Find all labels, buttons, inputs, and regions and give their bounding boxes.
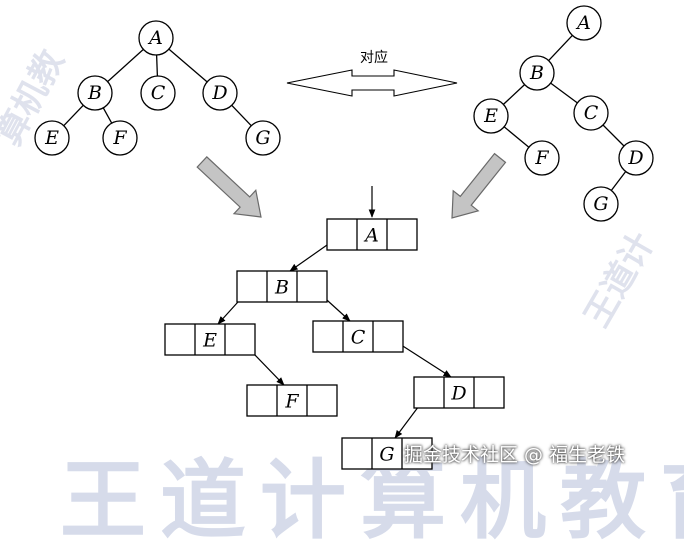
left-tree-node-a xyxy=(138,20,174,56)
left-transform-block-arrow xyxy=(196,156,262,218)
right-tree-node-e xyxy=(473,98,509,134)
storage-node-g xyxy=(341,437,433,470)
left-tree-node-label-c: C xyxy=(151,82,166,104)
left-tree-node-label-b: B xyxy=(87,82,102,104)
right-tree-node-g xyxy=(583,186,619,222)
right-tree-edge-d-g xyxy=(610,171,627,191)
left-tree-node-label-f: F xyxy=(112,127,127,149)
left-tree-node-label-a: A xyxy=(147,27,163,49)
tree-diagram: A B C D E F G A B C D E F G 对应 A B E C F D G xyxy=(34,5,654,470)
right-tree-node-label-a: A xyxy=(575,12,591,34)
storage-node-e xyxy=(164,323,256,356)
left-tree-edge-a-c xyxy=(155,54,159,77)
credit-text: 掘金技术社区 @ 福生老铁 xyxy=(404,444,626,466)
correspondence-double-arrow xyxy=(286,69,458,97)
right-tree-node-label-f: F xyxy=(534,147,549,169)
right-tree-edge-b-e xyxy=(502,84,526,105)
left-tree-node-label-e: E xyxy=(44,127,59,149)
left-tree-node-g xyxy=(245,120,281,156)
right-tree-node-label-c: C xyxy=(584,102,599,124)
storage-node-d xyxy=(413,376,505,409)
right-tree-node-c xyxy=(573,95,609,131)
left-tree-node-label-d: D xyxy=(211,82,227,104)
right-tree-edge-c-d xyxy=(602,124,625,147)
storage-node-label-g: G xyxy=(379,444,394,466)
storage-node-label-a: A xyxy=(363,225,379,247)
right-tree-node-b xyxy=(519,55,555,91)
left-tree-edge-a-b xyxy=(107,48,144,83)
right-tree-edge-b-c xyxy=(550,82,578,104)
left-tree-node-b xyxy=(77,75,113,111)
storage-node-f xyxy=(246,384,338,417)
right-tree-node-label-d: D xyxy=(627,147,643,169)
storage-node-label-e: E xyxy=(202,330,217,352)
right-tree-node-label-b: B xyxy=(529,62,544,84)
right-tree-node-f xyxy=(524,140,560,176)
left-tree-node-e xyxy=(34,120,70,156)
storage-node-a xyxy=(326,218,418,251)
left-tree-edge-b-e xyxy=(63,104,84,127)
left-tree-node-label-g: G xyxy=(255,127,270,149)
storage-node-c xyxy=(312,320,404,353)
diagram-canvas: 王道计算机教育 算机教 王道计 ABCDEFGABCDEFG对应ABECFDG … xyxy=(0,5,684,551)
storage-node-label-c: C xyxy=(351,327,366,349)
left-tree-edge-a-d xyxy=(168,48,208,83)
right-tree-node-label-e: E xyxy=(483,105,498,127)
storage-node-label-d: D xyxy=(450,383,466,405)
correspondence-label: 对应 xyxy=(360,49,388,66)
right-tree-node-label-g: G xyxy=(593,193,608,215)
right-tree-edge-a-b xyxy=(548,34,573,62)
left-tree-edge-b-f xyxy=(102,107,113,124)
storage-node-label-b: B xyxy=(274,277,289,299)
storage-node-b xyxy=(236,270,328,303)
storage-node-label-f: F xyxy=(284,391,299,413)
left-tree-edge-d-g xyxy=(231,104,252,127)
left-tree-node-d xyxy=(202,75,238,111)
left-tree-node-c xyxy=(140,75,176,111)
right-tree-node-a xyxy=(566,5,602,41)
right-tree-node-d xyxy=(618,140,654,176)
right-tree-edge-e-f xyxy=(503,126,530,148)
right-transform-block-arrow xyxy=(451,152,507,219)
left-tree-node-f xyxy=(102,120,138,156)
